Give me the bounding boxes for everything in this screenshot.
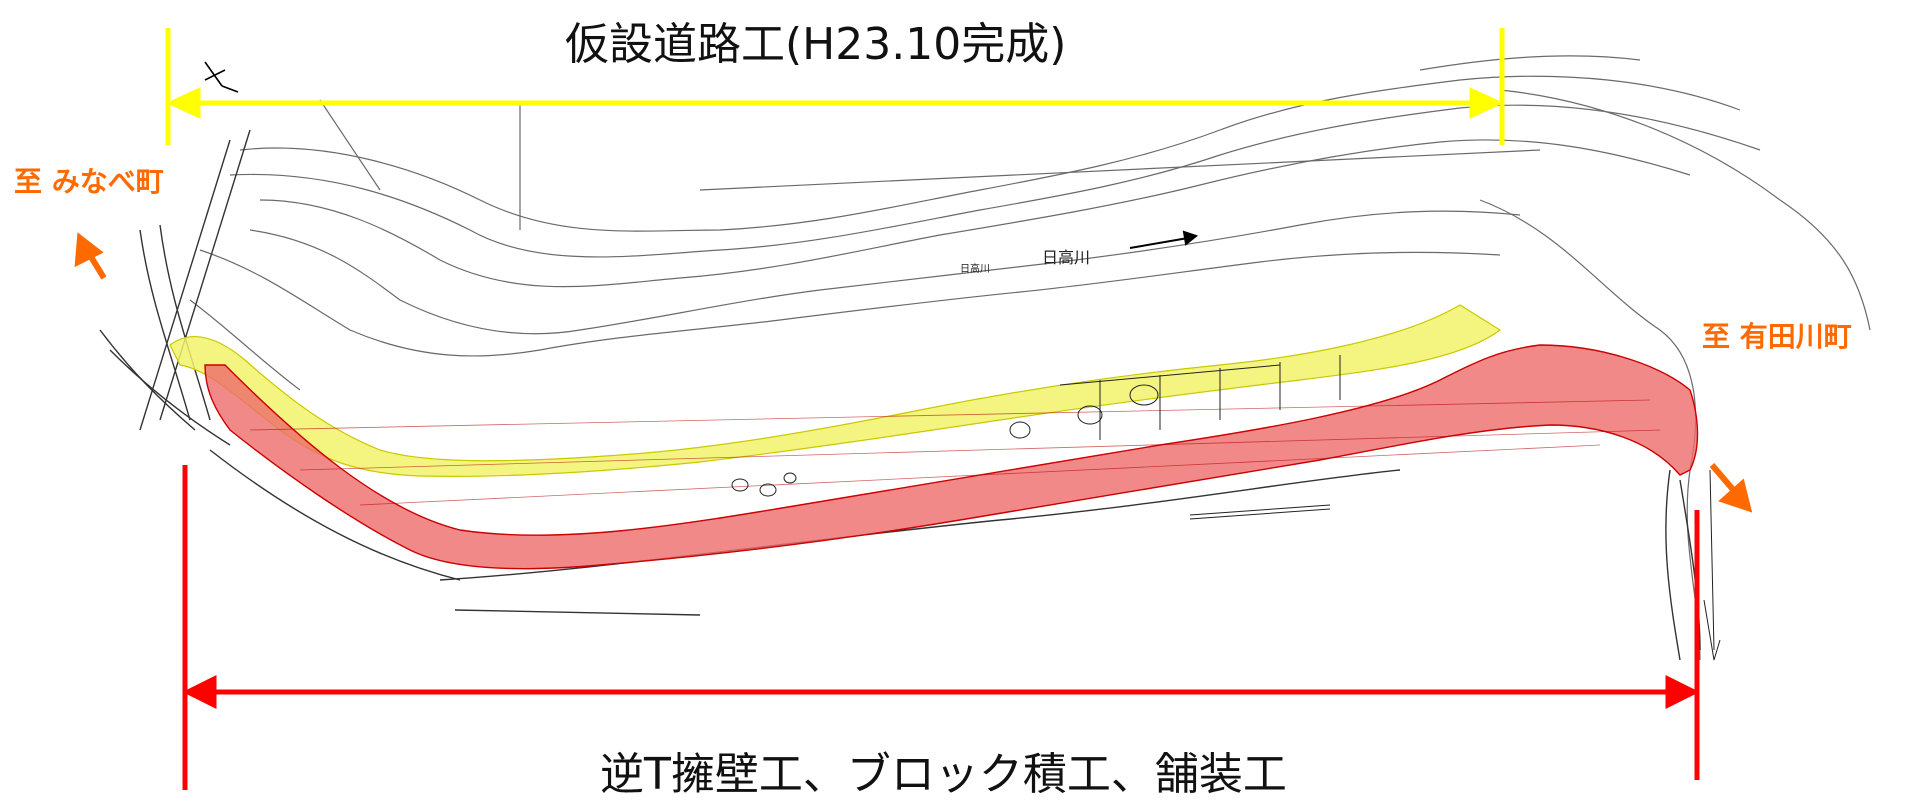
river-name-small-label: 日高川 xyxy=(960,264,990,275)
red-band-hatching xyxy=(249,399,1661,506)
temporary-road-band xyxy=(169,304,1502,477)
temporary-road-span-label: 仮設道路工(H23.10完成) xyxy=(565,19,1067,70)
retaining-wall-span-label: 逆T擁壁工、ブロック積工、舗装工 xyxy=(600,749,1287,800)
direction-arrow-left-icon xyxy=(74,232,107,280)
main-works-band xyxy=(204,344,1699,570)
road-lines xyxy=(99,129,1701,661)
flow-arrow xyxy=(1129,230,1199,249)
direction-arrow-right-icon xyxy=(1709,463,1753,513)
drawing-details xyxy=(731,355,1721,661)
top-dimension-line xyxy=(165,28,1505,145)
destination-right-label: 至 有田川町 xyxy=(1702,320,1852,353)
north-arrow-icon xyxy=(204,61,239,93)
river-name-label: 日高川 xyxy=(1042,248,1091,267)
contour-lines xyxy=(189,55,1871,661)
destination-left-label: 至 みなべ町 xyxy=(14,165,164,198)
bottom-dimension-line xyxy=(182,465,1700,790)
